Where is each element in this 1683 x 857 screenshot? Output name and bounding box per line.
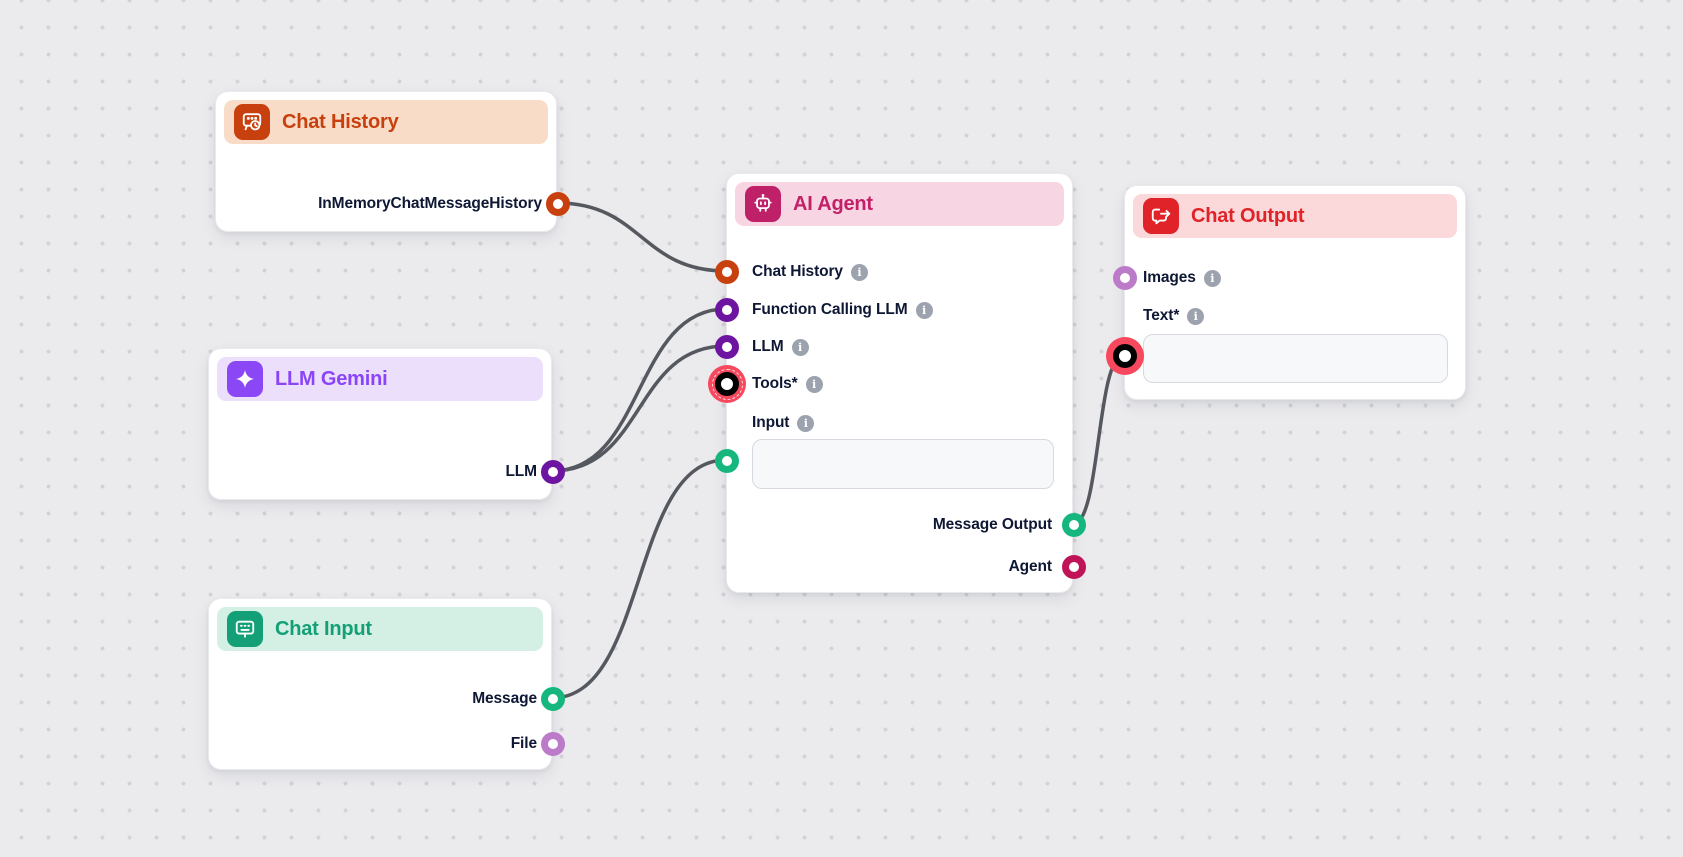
output-label: Agent bbox=[1008, 558, 1053, 575]
port-input-function-calling-llm[interactable] bbox=[715, 298, 739, 322]
output-row-inmemory: InMemoryChatMessageHistory bbox=[216, 190, 542, 218]
input-label: Chat History bbox=[752, 263, 843, 280]
port-input-text-required[interactable] bbox=[1106, 337, 1144, 375]
info-icon[interactable]: i bbox=[805, 375, 823, 393]
input-row-images: Images i bbox=[1143, 264, 1221, 292]
port-input-chat-history[interactable] bbox=[715, 260, 739, 284]
input-row-function-calling-llm: Function Calling LLM i bbox=[752, 296, 933, 324]
chat-output-text-field[interactable] bbox=[1143, 334, 1448, 383]
node-chat-output[interactable]: Chat Output Images i Text* i bbox=[1106, 185, 1466, 400]
input-row-chat-history: Chat History i bbox=[752, 258, 868, 286]
input-label: Input bbox=[752, 414, 790, 431]
ai-agent-input-field[interactable] bbox=[752, 439, 1054, 489]
node-chat-output-header[interactable]: Chat Output bbox=[1133, 194, 1457, 238]
input-row-tools: Tools* i bbox=[752, 370, 823, 398]
chat-history-icon bbox=[234, 104, 270, 140]
chat-output-icon bbox=[1143, 198, 1179, 234]
node-chat-input-header[interactable]: Chat Input bbox=[217, 607, 543, 651]
input-label: Images bbox=[1143, 269, 1196, 286]
node-chat-input[interactable]: Chat Input Message File bbox=[208, 598, 565, 770]
input-row-input: Input i bbox=[752, 409, 815, 437]
info-icon[interactable]: i bbox=[850, 263, 868, 281]
port-input-tools-required[interactable] bbox=[708, 365, 746, 403]
output-row-file: File bbox=[209, 730, 537, 758]
node-ai-agent[interactable]: AI Agent Chat History i Function Calling… bbox=[708, 173, 1086, 593]
info-icon[interactable]: i bbox=[1187, 307, 1205, 325]
edge-llmgemini-to-llm[interactable] bbox=[551, 344, 727, 473]
output-label: InMemoryChatMessageHistory bbox=[318, 195, 542, 212]
node-chat-history-header[interactable]: Chat History bbox=[224, 100, 548, 144]
info-icon[interactable]: i bbox=[791, 338, 809, 356]
edge-chathistory-to-aiagent[interactable] bbox=[556, 201, 727, 273]
output-label: Message Output bbox=[932, 516, 1052, 533]
input-label: Text* bbox=[1143, 307, 1180, 324]
input-label: Function Calling LLM bbox=[752, 301, 908, 318]
edge-llmgemini-to-functioncallingllm[interactable] bbox=[551, 307, 727, 473]
output-row-agent: Agent bbox=[727, 553, 1053, 581]
port-output-agent[interactable] bbox=[1062, 555, 1086, 579]
output-row-llm: LLM bbox=[209, 458, 537, 486]
info-icon[interactable]: i bbox=[915, 301, 933, 319]
info-icon[interactable]: i bbox=[797, 414, 815, 432]
output-row-message-output: Message Output bbox=[727, 511, 1052, 539]
node-title: LLM Gemini bbox=[275, 367, 388, 390]
output-label: File bbox=[510, 735, 537, 752]
chat-input-icon bbox=[227, 611, 263, 647]
node-llm-gemini-header[interactable]: LLM Gemini bbox=[217, 357, 543, 401]
port-output-llm[interactable] bbox=[541, 460, 565, 484]
port-output-message[interactable] bbox=[541, 687, 565, 711]
info-icon[interactable]: i bbox=[1203, 269, 1221, 287]
output-row-message: Message bbox=[209, 685, 537, 713]
input-row-llm: LLM i bbox=[752, 333, 809, 361]
output-label: Message bbox=[472, 690, 537, 707]
port-output-inmemorychatmessagehistory[interactable] bbox=[546, 192, 570, 216]
port-output-file[interactable] bbox=[541, 732, 565, 756]
node-title: Chat Input bbox=[275, 617, 372, 640]
input-label: LLM bbox=[752, 338, 784, 355]
port-output-message-output[interactable] bbox=[1062, 513, 1086, 537]
node-chat-history[interactable]: Chat History InMemoryChatMessageHistory bbox=[215, 91, 570, 232]
sparkle-icon bbox=[227, 361, 263, 397]
node-title: Chat Output bbox=[1191, 204, 1305, 227]
port-input-input[interactable] bbox=[715, 449, 739, 473]
port-input-images[interactable] bbox=[1113, 266, 1137, 290]
node-ai-agent-header[interactable]: AI Agent bbox=[735, 182, 1064, 226]
node-llm-gemini[interactable]: LLM Gemini LLM bbox=[208, 348, 565, 500]
edge-chatinput-to-aiagent-input[interactable] bbox=[551, 458, 727, 700]
input-label: Tools* bbox=[752, 375, 798, 392]
node-title: Chat History bbox=[282, 110, 399, 133]
node-title: AI Agent bbox=[793, 192, 873, 215]
output-label: LLM bbox=[505, 463, 537, 480]
bot-icon bbox=[745, 186, 781, 222]
edge-messageoutput-to-chatoutput-text[interactable] bbox=[1072, 353, 1125, 526]
port-input-llm[interactable] bbox=[715, 335, 739, 359]
input-row-text: Text* i bbox=[1143, 302, 1205, 330]
